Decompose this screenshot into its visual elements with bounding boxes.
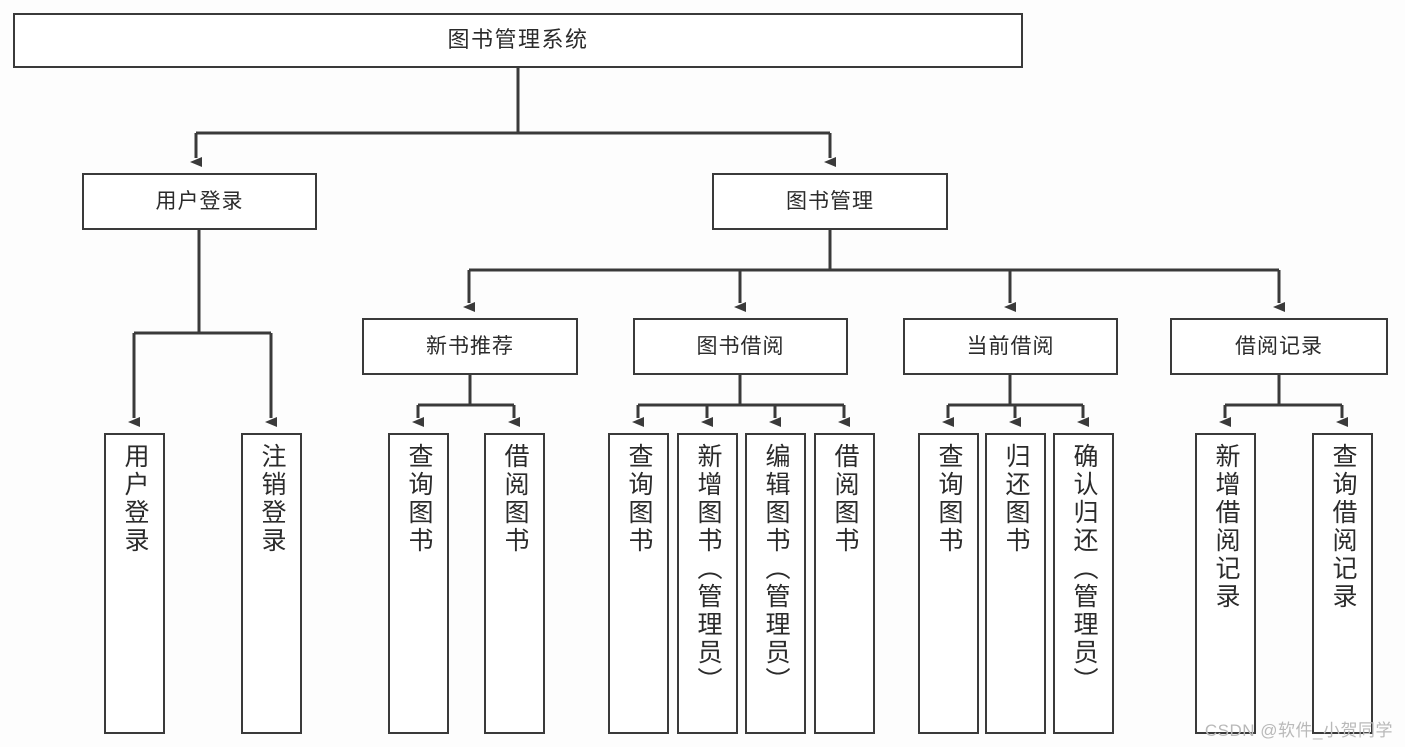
leaf-add-book-admin[interactable]: 新增图书（管理员） bbox=[677, 433, 738, 734]
leaf-query-book-recommend[interactable]: 查询图书 bbox=[388, 433, 449, 734]
node-label: 归还图书 bbox=[1002, 443, 1030, 555]
node-label: 当前借阅 bbox=[966, 334, 1055, 358]
leaf-user-login[interactable]: 用户登录 bbox=[104, 433, 165, 734]
node-label: 图书管理系统 bbox=[447, 27, 589, 53]
watermark: CSDN @软件_小贺同学 bbox=[1204, 721, 1393, 740]
node-label: 借阅图书 bbox=[501, 443, 529, 555]
node-label: 图书借阅 bbox=[696, 334, 785, 358]
leaf-logout-login[interactable]: 注销登录 bbox=[241, 433, 302, 734]
node-new-book-recommend[interactable]: 新书推荐 bbox=[362, 318, 578, 375]
node-label: 注销登录 bbox=[258, 443, 286, 555]
leaf-return-book[interactable]: 归还图书 bbox=[985, 433, 1046, 734]
leaf-borrow-book-recommend[interactable]: 借阅图书 bbox=[484, 433, 545, 734]
leaf-edit-book-admin[interactable]: 编辑图书（管理员） bbox=[745, 433, 806, 734]
leaf-borrow-book[interactable]: 借阅图书 bbox=[814, 433, 875, 734]
node-label: 查询图书 bbox=[405, 443, 433, 555]
node-label: 借阅图书 bbox=[831, 443, 859, 555]
node-label: 用户登录 bbox=[155, 189, 244, 213]
node-label: 查询借阅记录 bbox=[1329, 443, 1357, 611]
node-user-login[interactable]: 用户登录 bbox=[82, 173, 317, 230]
leaf-add-borrow-record[interactable]: 新增借阅记录 bbox=[1195, 433, 1256, 734]
node-root-book-management-system[interactable]: 图书管理系统 bbox=[13, 13, 1023, 68]
node-label: 查询图书 bbox=[625, 443, 653, 555]
node-borrow-record[interactable]: 借阅记录 bbox=[1170, 318, 1388, 375]
node-label: 用户登录 bbox=[121, 443, 149, 555]
leaf-query-book-borrow[interactable]: 查询图书 bbox=[608, 433, 669, 734]
node-label: 编辑图书（管理员） bbox=[762, 443, 790, 695]
leaf-query-book-current[interactable]: 查询图书 bbox=[918, 433, 979, 734]
node-label: 借阅记录 bbox=[1235, 334, 1323, 358]
leaf-query-borrow-record[interactable]: 查询借阅记录 bbox=[1312, 433, 1373, 734]
node-book-borrow[interactable]: 图书借阅 bbox=[633, 318, 848, 375]
leaf-confirm-return-admin[interactable]: 确认归还（管理员） bbox=[1053, 433, 1114, 734]
node-label: 新增借阅记录 bbox=[1212, 443, 1240, 611]
node-label: 确认归还（管理员） bbox=[1070, 443, 1098, 695]
node-book-management[interactable]: 图书管理 bbox=[712, 173, 948, 230]
node-label: 查询图书 bbox=[935, 443, 963, 555]
node-label: 图书管理 bbox=[786, 189, 874, 213]
node-label: 新增图书（管理员） bbox=[694, 443, 722, 695]
node-current-borrow[interactable]: 当前借阅 bbox=[903, 318, 1118, 375]
node-label: 新书推荐 bbox=[426, 334, 514, 358]
